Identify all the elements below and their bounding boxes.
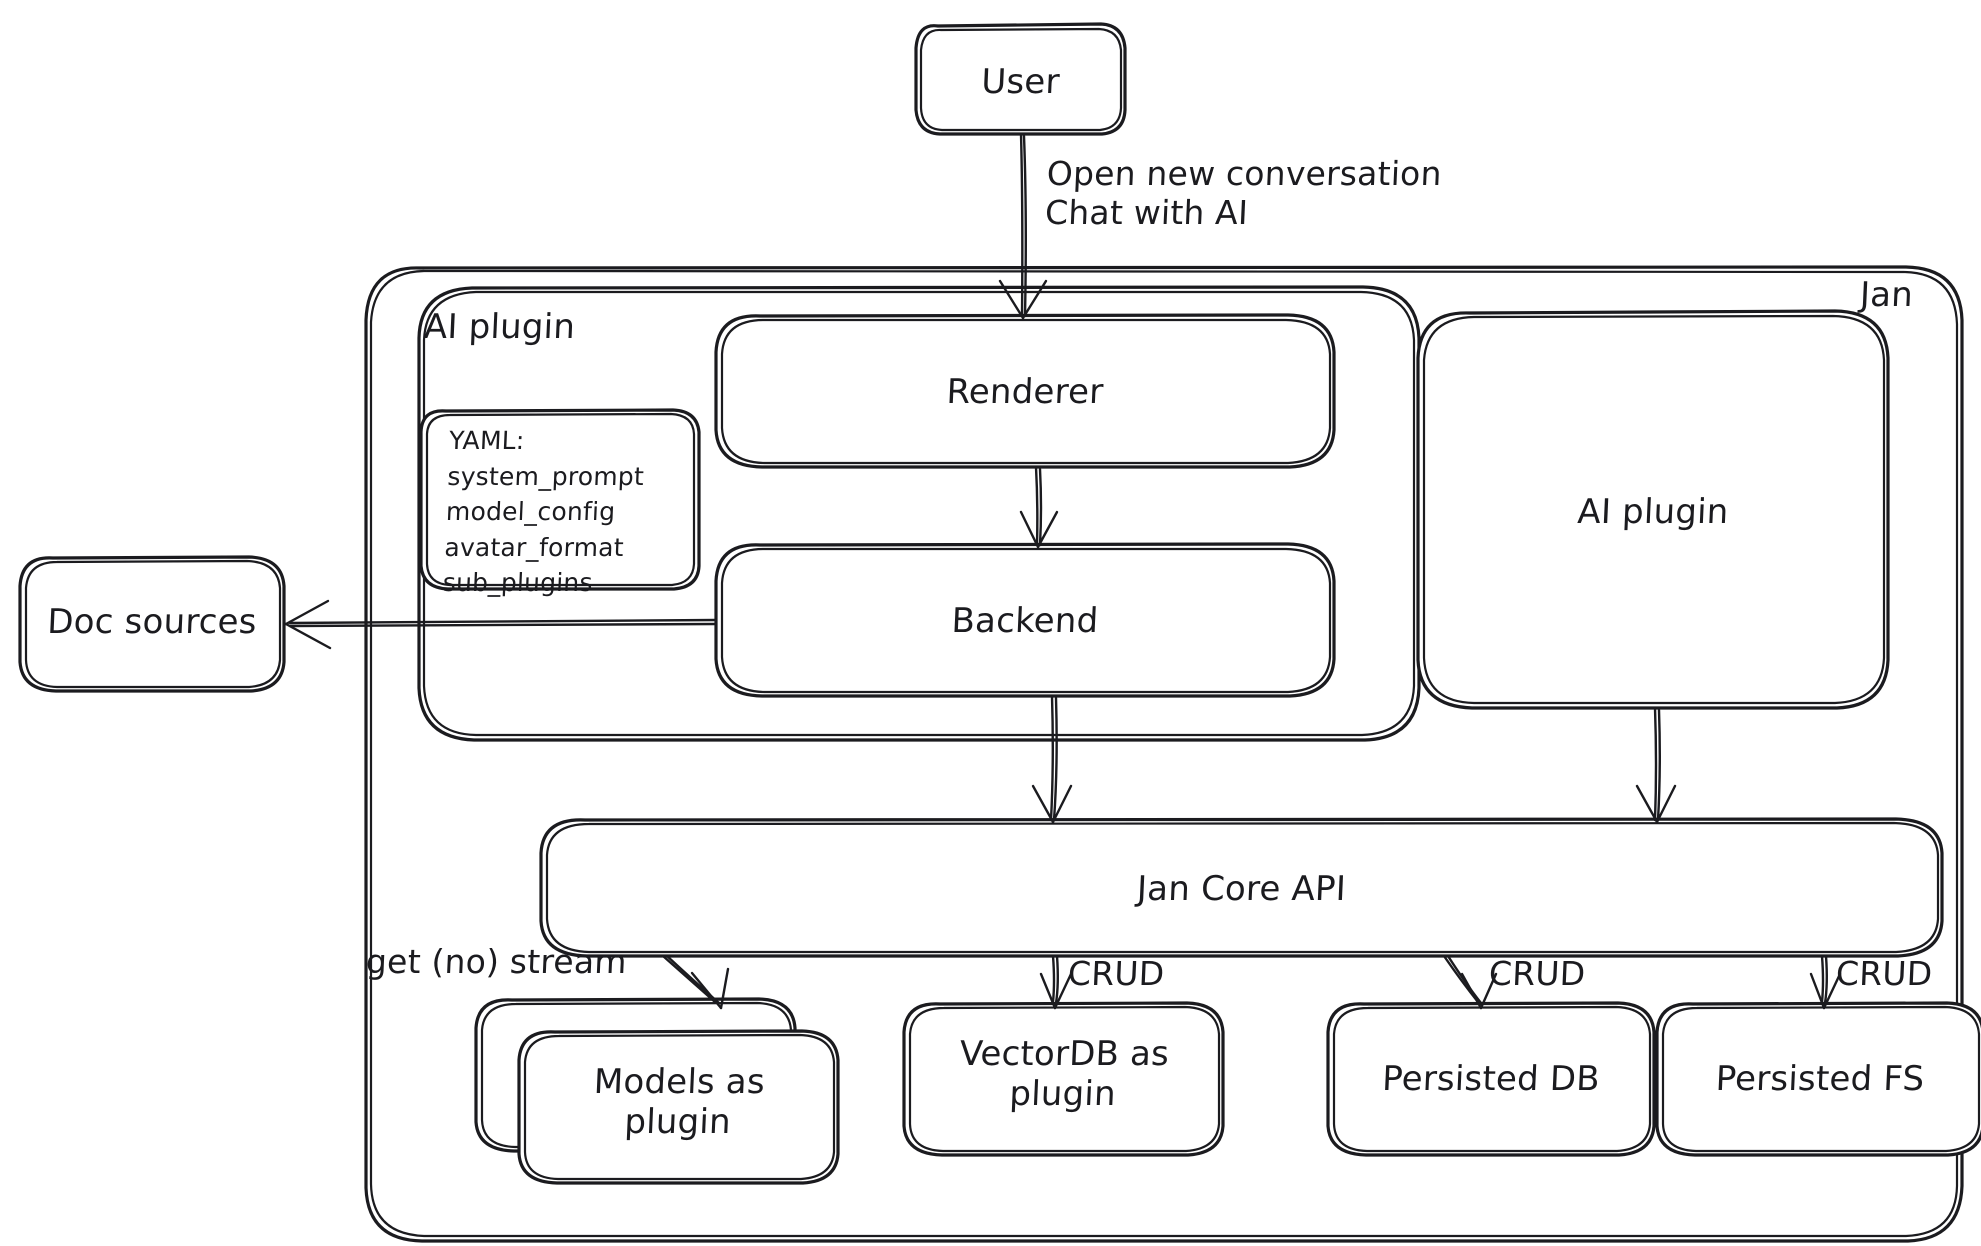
node-label-user: User [980,62,1061,102]
node-jan-core-api-outline [539,817,1944,958]
edge-core-to-persisted-fs [1809,954,1842,1010]
node-label-doc-sources: Doc sources [46,602,258,642]
node-label-renderer: Renderer [945,372,1105,412]
node-ai-plugin-outline [1416,309,1890,710]
node-models-plugin-outline-front [517,1029,840,1185]
group-label-jan: Jan [1859,275,1914,315]
edge-backend-to-doc-sources [284,599,718,650]
edge-label-core-to-models: get (no) stream [365,942,628,981]
node-label-persisted-db: Persisted DB [1381,1059,1601,1099]
node-label-yaml: YAML: system_prompt model_config avatar_… [442,426,645,597]
node-label-persisted-fs: Persisted FS [1714,1059,1926,1099]
edge-ai-plugin-to-core [1635,706,1677,824]
edge-core-to-persisted-db [1442,954,1498,1010]
node-renderer-outline [714,313,1336,469]
node-doc-sources-outline [18,555,286,693]
edge-label-user-to-renderer: Open new conversation Chat with AI [1044,154,1443,232]
node-user-outline [914,22,1127,136]
node-backend-outline [714,542,1336,698]
edge-core-to-models [661,954,730,1010]
edge-renderer-to-backend [1019,465,1059,549]
node-yaml-outline [419,408,701,591]
node-label-jan-core-api: Jan Core API [1136,869,1347,909]
group-label-ai-plugin: AI plugin [423,307,576,347]
node-vectordb-plugin-outline [902,1001,1225,1157]
edge-backend-to-core [1031,694,1073,824]
edge-core-to-vectordb [1039,954,1073,1010]
edge-label-core-to-vectordb: CRUD [1067,954,1166,993]
edge-label-core-to-persisted-db: CRUD [1488,954,1587,993]
node-label-vectordb-plugin: VectorDB as plugin [958,1034,1170,1115]
node-persisted-db-outline [1326,1001,1656,1157]
node-label-models-plugin: Models as plugin [593,1062,766,1143]
node-label-ai-plugin: AI plugin [1576,492,1730,532]
edge-user-to-renderer [998,132,1048,320]
edge-label-core-to-persisted-fs: CRUD [1835,954,1934,993]
node-persisted-fs-outline [1655,1001,1981,1157]
node-label-backend: Backend [950,601,1100,641]
